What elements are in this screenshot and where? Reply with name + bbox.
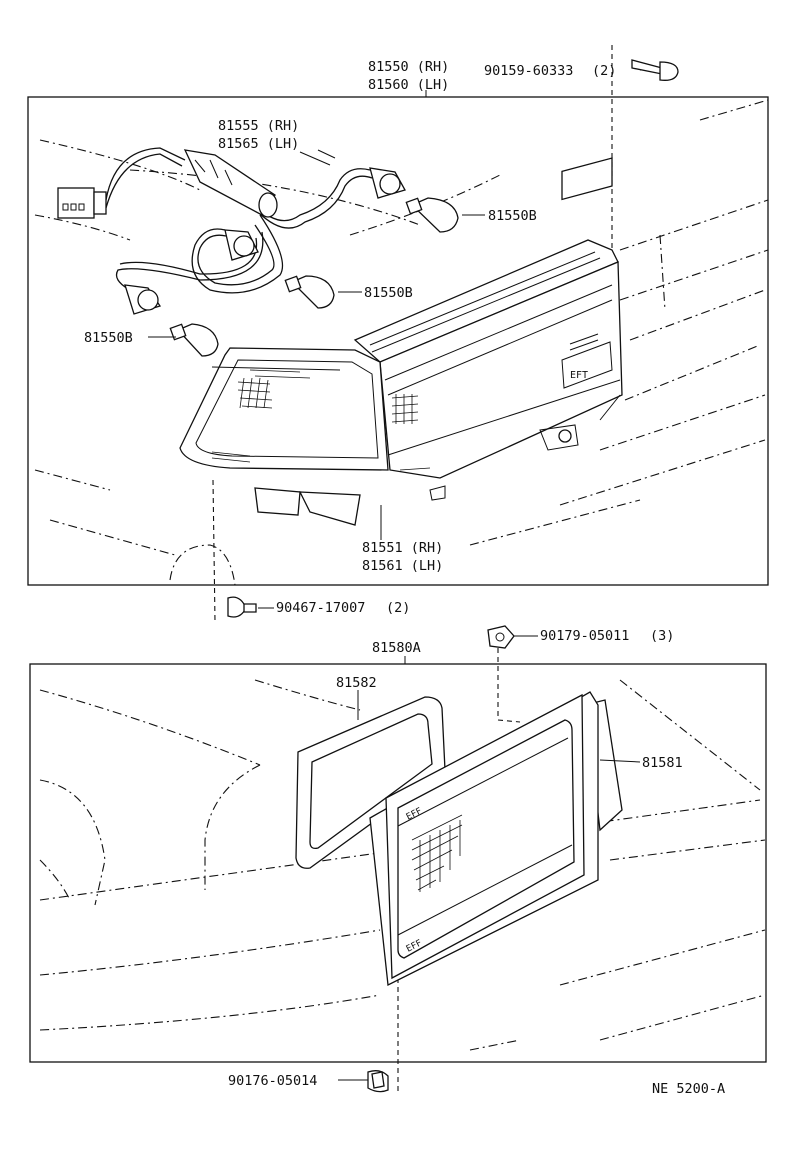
label-lamp-assy-rh: 81550 (RH) [368, 59, 449, 75]
screw-icon [367, 1070, 389, 1093]
clip-icon [227, 596, 257, 618]
label-socket-lh: 81565 (LH) [218, 136, 299, 152]
upper-panel: EFT [27, 45, 769, 623]
svg-text:EFT: EFT [570, 370, 588, 381]
lens-grid [211, 369, 431, 471]
label-lens-lh: 81561 (LH) [362, 558, 443, 574]
label-bolt: 90159-60333 [484, 63, 573, 79]
bolt-icon [631, 59, 679, 81]
tail-lamp-housing: EFT [179, 157, 623, 526]
socket-assembly [124, 149, 406, 315]
label-reflex-body: 81581 [642, 755, 683, 771]
label-gasket: 81582 [336, 675, 377, 691]
label-bolt-qty: (2) [592, 63, 616, 79]
gasket [295, 696, 446, 869]
reflex-grid [411, 814, 463, 892]
bulb-middle [284, 275, 335, 309]
nut-icon [487, 625, 515, 649]
bulb-right [405, 197, 459, 233]
label-bulb-b: 81550B [364, 285, 413, 301]
label-socket-rh: 81555 (RH) [218, 118, 299, 134]
label-bulb-c: 81550B [84, 330, 133, 346]
label-clip: 90467-17007 [276, 600, 365, 616]
diagram-reference-code: NE 5200-A [652, 1081, 725, 1097]
label-bulb-a: 81550B [488, 208, 537, 224]
upper-panel-frame [27, 96, 769, 586]
bulb-left [169, 323, 219, 357]
lower-panel: EFF EFF [29, 648, 767, 1092]
wire-harness [105, 147, 373, 294]
label-reflex-assy: 81580A [372, 640, 421, 656]
wire-connector [57, 187, 107, 219]
label-lamp-assy-lh: 81560 (LH) [368, 77, 449, 93]
label-screw: 90176-05014 [228, 1073, 317, 1089]
label-nut: 90179-05011 [540, 628, 629, 644]
label-nut-qty: (3) [650, 628, 674, 644]
reflex-body: EFF EFF [369, 691, 623, 986]
label-clip-qty: (2) [386, 600, 410, 616]
label-lens-rh: 81551 (RH) [362, 540, 443, 556]
